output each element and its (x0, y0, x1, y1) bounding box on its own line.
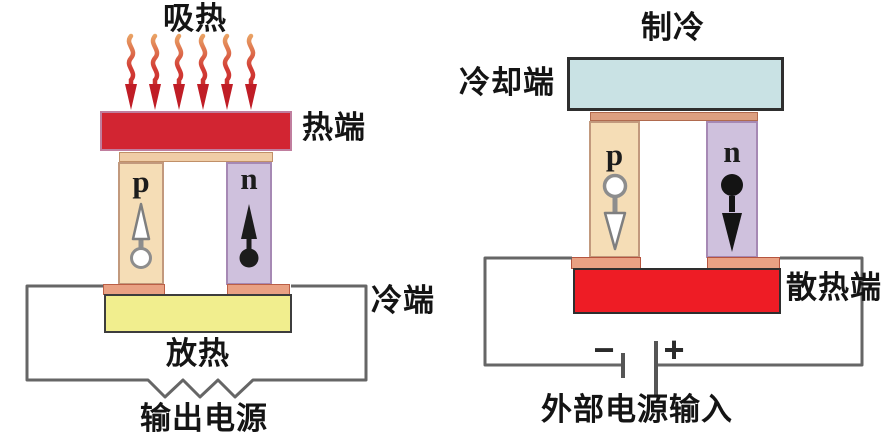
p-type-label-right: p (605, 137, 624, 172)
output-power-label: 输出电源 (140, 401, 268, 436)
heat-arrow-icon (150, 33, 160, 89)
heat-arrow-head (173, 84, 185, 110)
n-type-label-right: n (723, 134, 741, 169)
heat-absorb-label: 吸热 (163, 1, 227, 36)
battery-plus-label: + (663, 329, 685, 370)
heat-arrow-icon (174, 33, 184, 89)
hot-end-bar (100, 111, 292, 151)
cold-end-label: 冷端 (371, 283, 435, 318)
heat-arrow-icon (222, 33, 232, 89)
cool-side-ceramic-strip (590, 112, 758, 121)
n-type-label-left: n (240, 161, 258, 196)
heat-arrow-head (197, 84, 209, 110)
heat-sink-bar (573, 268, 781, 314)
electron-carrier-down-icon (721, 174, 743, 252)
hot-end-label: 热端 (302, 110, 366, 145)
heat-arrow-head (125, 84, 137, 110)
cooling-end-label: 冷却端 (459, 65, 555, 100)
heat-arrow-head (221, 84, 233, 110)
input-circuit-wire-left (483, 256, 621, 367)
heat-release-label: 放热 (166, 336, 230, 371)
heat-arrow-icon (126, 33, 136, 89)
electron-carrier-up-icon (239, 204, 259, 268)
heat-absorption-arrows (125, 33, 257, 110)
external-power-label: 外部电源输入 (541, 392, 733, 427)
heat-arrow-head (245, 84, 257, 110)
hot-side-ceramic-strip (119, 152, 273, 162)
heat-sink-end-label: 散热端 (786, 270, 882, 305)
heat-arrow-icon (198, 33, 208, 89)
cooling-label: 制冷 (641, 10, 705, 45)
hole-carrier-up-icon (130, 202, 152, 269)
heat-arrow-icon (246, 33, 256, 89)
heat-arrow-head (149, 84, 161, 110)
input-circuit-wire-right (656, 256, 864, 367)
cold-end-bar (104, 294, 292, 333)
cooling-end-bar (567, 57, 784, 111)
battery-minus-label: − (593, 329, 615, 370)
hole-carrier-down-icon (602, 173, 628, 251)
output-circuit-wire (25, 284, 368, 399)
p-type-label-left: p (132, 164, 150, 199)
